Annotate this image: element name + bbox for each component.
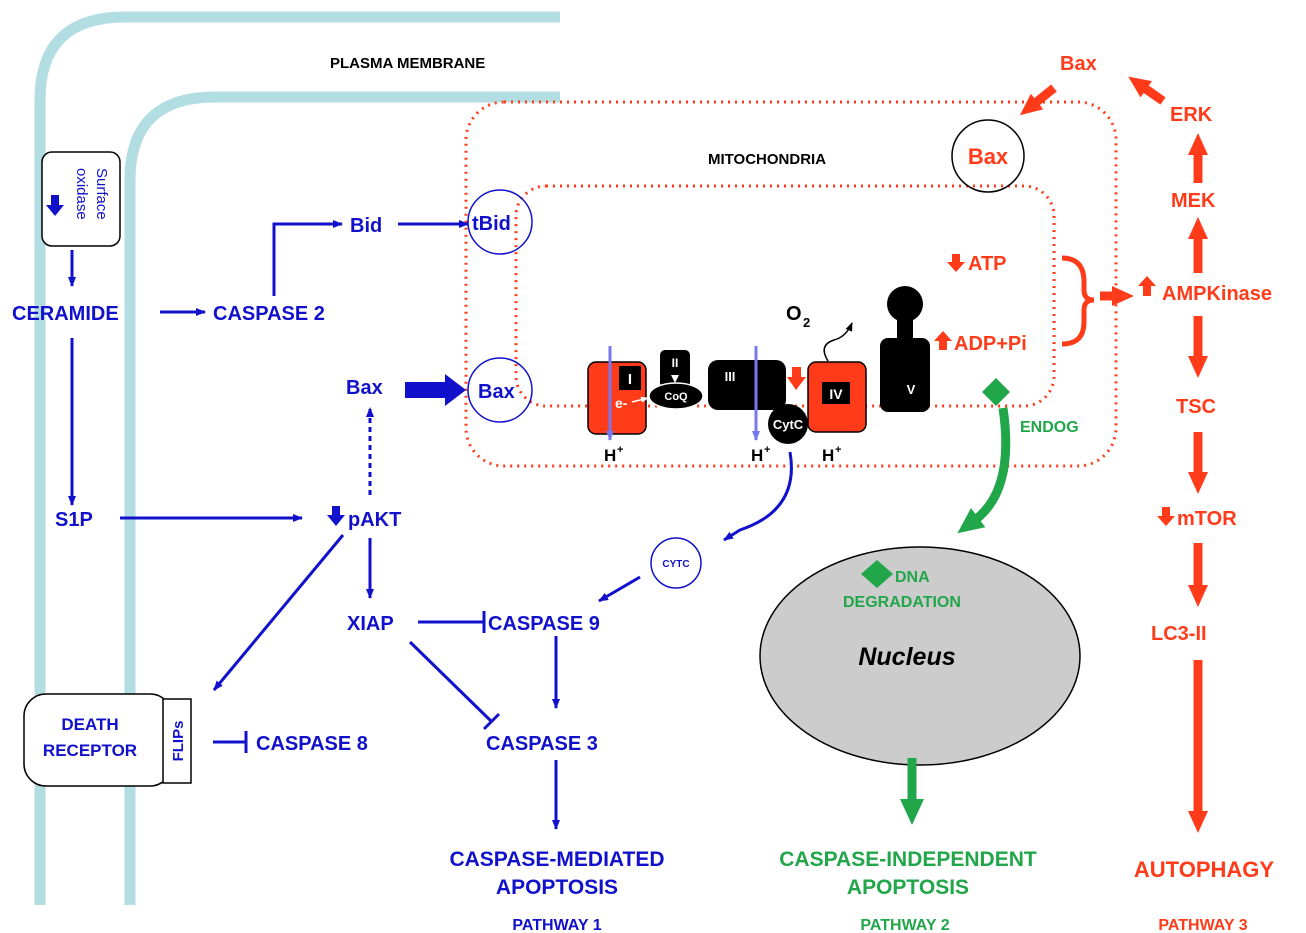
complex-3 <box>708 360 786 410</box>
h-plus-1-sup: + <box>617 444 623 456</box>
ceramide-label: CERAMIDE <box>12 303 119 325</box>
caspase9-label: CASPASE 9 <box>488 613 600 635</box>
bax-mito-circle <box>467 357 533 423</box>
energy-brace <box>1061 255 1095 347</box>
xiap-label: XIAP <box>347 613 394 635</box>
pathway3-label: PATHWAY 3 <box>1158 917 1247 933</box>
autophagy-label: AUTOPHAGY <box>1134 857 1274 882</box>
h-plus-2-sup: + <box>764 444 770 456</box>
dna-label-line2: DEGRADATION <box>843 594 961 611</box>
plasma-membrane-label: PLASMA MEMBRANE <box>330 55 485 72</box>
coq-label: CoQ <box>664 391 688 403</box>
complex-3-label: III <box>725 369 736 384</box>
down-arrow-icon <box>1157 507 1175 526</box>
complex-2 <box>660 350 690 388</box>
complex-1-label: I <box>628 371 632 388</box>
s1p-label: S1P <box>55 509 93 531</box>
erk-label: ERK <box>1170 104 1213 126</box>
endog-diamond-icon <box>982 378 1010 406</box>
bax-mito-label: Bax <box>478 381 515 403</box>
cytc-label: CYTC <box>662 559 689 570</box>
pathway3-arrows <box>1019 76 1208 833</box>
down-arrow-icon <box>787 367 806 390</box>
pathway2-label: PATHWAY 2 <box>860 917 949 933</box>
endog-label: ENDOG <box>1020 419 1079 436</box>
surface-oxidase-line2: oxidase <box>73 168 90 220</box>
o2-subscript: 2 <box>803 315 810 330</box>
mito-inner-membrane <box>514 184 1056 408</box>
dna-label-line1: DNA <box>895 569 930 586</box>
pathway2-outcome-line2: APOPTOSIS <box>847 876 969 899</box>
tbid-label: tBid <box>472 213 511 235</box>
h-plus-2: H <box>751 446 763 465</box>
up-arrow-icon <box>1138 276 1156 296</box>
cytc-circle <box>650 537 702 589</box>
bax-mito-red-label: Bax <box>968 144 1009 169</box>
surface-oxidase-line1: Surface <box>93 168 110 220</box>
caspase3-label: CASPASE 3 <box>486 733 598 755</box>
nucleus-label: Nucleus <box>858 643 955 671</box>
pathway1-outcome-line1: CASPASE-MEDIATED <box>449 848 664 871</box>
lc3-label: LC3-II <box>1151 623 1207 645</box>
h-plus-1: H <box>604 446 616 465</box>
pathway1-outcome-line2: APOPTOSIS <box>496 876 618 899</box>
h-plus-3-sup: + <box>835 444 841 456</box>
adp-label: ADP+Pi <box>954 333 1027 355</box>
bax-top-label: Bax <box>1060 53 1097 75</box>
bid-label: Bid <box>350 215 382 237</box>
death-receptor-line2: RECEPTOR <box>43 741 137 760</box>
bax-to-mito-arrow <box>405 374 466 406</box>
pakt-label: pAKT <box>348 509 401 531</box>
cytc-ball <box>768 404 808 444</box>
pathway1-arrows <box>68 220 793 830</box>
caspase8-label: CASPASE 8 <box>256 733 368 755</box>
down-arrow-icon <box>46 195 64 216</box>
mtor-label: mTOR <box>1177 508 1237 530</box>
complex-5 <box>880 286 930 412</box>
h-plus-3: H <box>822 446 834 465</box>
down-arrow-icon <box>327 506 345 526</box>
up-arrow-icon <box>934 331 952 350</box>
flips-label: FLIPs <box>170 721 187 762</box>
caspase2-label: CASPASE 2 <box>213 303 325 325</box>
endog-to-nucleus-arrow <box>957 407 1011 534</box>
atp-label: ATP <box>968 253 1007 275</box>
cytc-ball-label: CytC <box>773 417 804 432</box>
nucleus <box>759 546 1081 766</box>
complex-4-label: IV <box>829 386 843 402</box>
death-receptor-line1: DEATH <box>61 715 118 734</box>
mek-label: MEK <box>1171 190 1216 212</box>
surface-oxidase-box <box>41 151 121 247</box>
ampk-label: AMPKinase <box>1162 283 1272 305</box>
electron-label: e- <box>615 395 628 411</box>
down-arrow-icon <box>947 254 965 272</box>
death-receptor-box <box>23 693 173 787</box>
pathway1-label: PATHWAY 1 <box>512 917 601 933</box>
bax-label: Bax <box>346 377 383 399</box>
electron-transport-chain: I e- II CoQ III IV CytC O 2 V H + H + H … <box>587 286 930 465</box>
o2-label: O <box>786 303 802 325</box>
tbid-circle <box>467 189 533 255</box>
complex-5-label: V <box>907 382 916 397</box>
pathway2-outcome-line1: CASPASE-INDEPENDENT <box>779 848 1037 871</box>
plasma-membrane <box>34 11 560 905</box>
bax-mito-red-circle <box>951 119 1025 193</box>
complex-2-label: II <box>672 356 679 370</box>
flips-box <box>162 698 192 784</box>
tsc-label: TSC <box>1176 396 1216 418</box>
mito-label: MITOCHONDRIA <box>708 151 826 168</box>
dna-diamond-icon <box>861 560 893 588</box>
